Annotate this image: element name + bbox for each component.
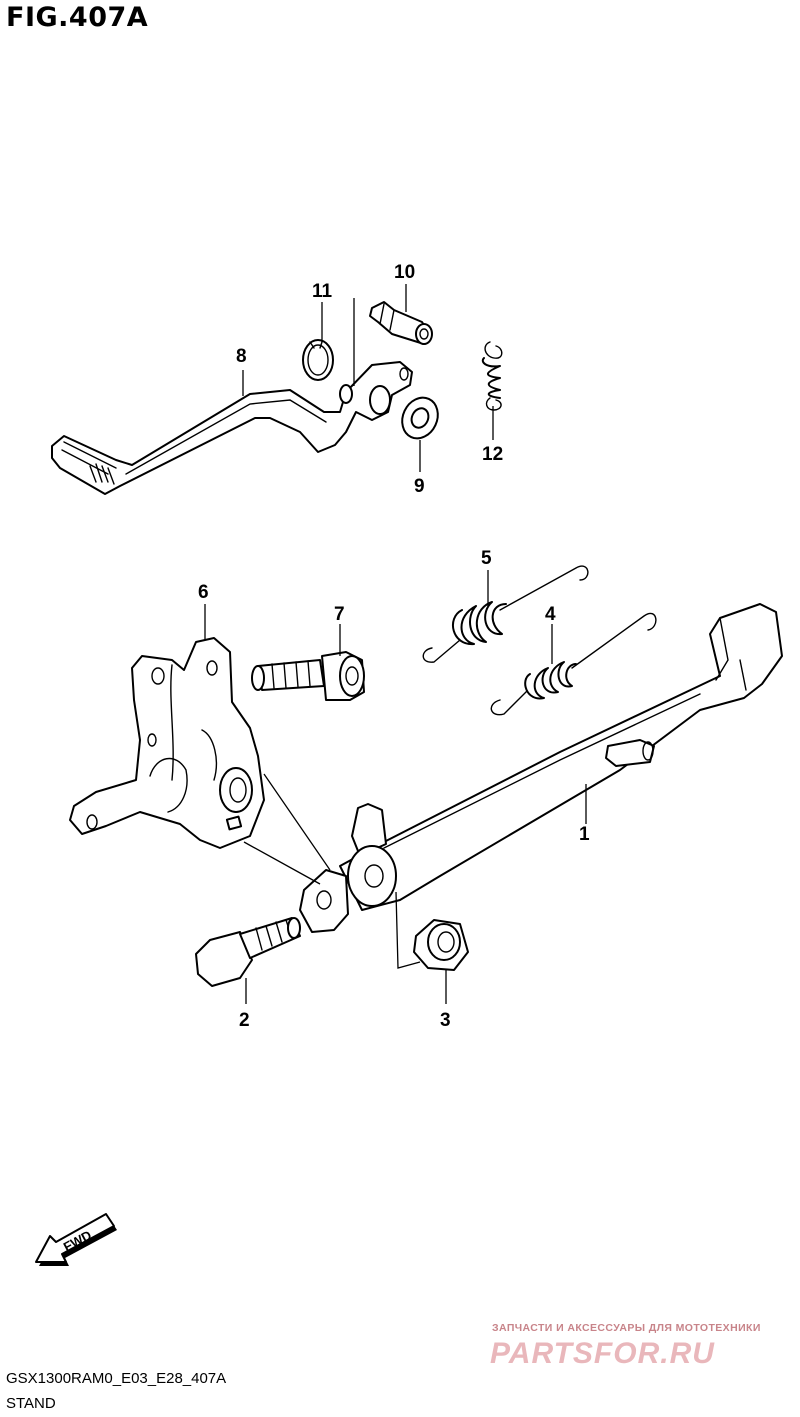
- forward-arrow-icon: [35, 1213, 115, 1263]
- callout-1: 1: [579, 824, 590, 845]
- circlip-part-11[interactable]: [302, 339, 334, 381]
- stand-spring-part-4[interactable]: [490, 612, 657, 716]
- callout-5: 5: [481, 548, 492, 569]
- callout-4: 4: [545, 604, 556, 625]
- leader-lines: [204, 284, 587, 1004]
- pivot-bolt-part-2[interactable]: [195, 917, 301, 987]
- pedal-spring-part-12[interactable]: [481, 341, 503, 411]
- callout-7: 7: [334, 604, 345, 625]
- group-name: STAND: [6, 1395, 56, 1412]
- callout-9: 9: [414, 476, 425, 497]
- watermark-tagline: ЗАПЧАСТИ И АКСЕССУАРЫ ДЛЯ МОТОТЕХНИКИ: [492, 1322, 761, 1334]
- callout-2: 2: [239, 1010, 250, 1031]
- callout-labels: 11 10 8 9 12 5 4 7 6 1 2 3: [198, 262, 590, 1031]
- side-stand-part-1[interactable]: [299, 603, 783, 933]
- stand-bracket-part-6[interactable]: [69, 637, 265, 849]
- callout-11: 11: [312, 281, 333, 302]
- watermark-brand: PARTSFOR.RU: [490, 1337, 715, 1370]
- bracket-bolt-part-7[interactable]: [251, 651, 365, 701]
- pivot-pin-part-10[interactable]: [369, 301, 433, 345]
- callout-12: 12: [482, 444, 503, 465]
- washer-part-9[interactable]: [396, 392, 445, 444]
- callout-10: 10: [394, 262, 415, 283]
- callout-3: 3: [440, 1010, 451, 1031]
- model-code: GSX1300RAM0_E03_E28_407A: [6, 1370, 227, 1387]
- forward-direction-badge: FWD: [35, 1213, 117, 1266]
- stand-spring-part-5[interactable]: [422, 565, 589, 663]
- brake-pedal-part-8[interactable]: [51, 361, 413, 495]
- callout-8: 8: [236, 346, 247, 367]
- figure-title: FIG.407A: [6, 2, 149, 33]
- nut-part-3[interactable]: [413, 919, 469, 971]
- callout-6: 6: [198, 582, 209, 603]
